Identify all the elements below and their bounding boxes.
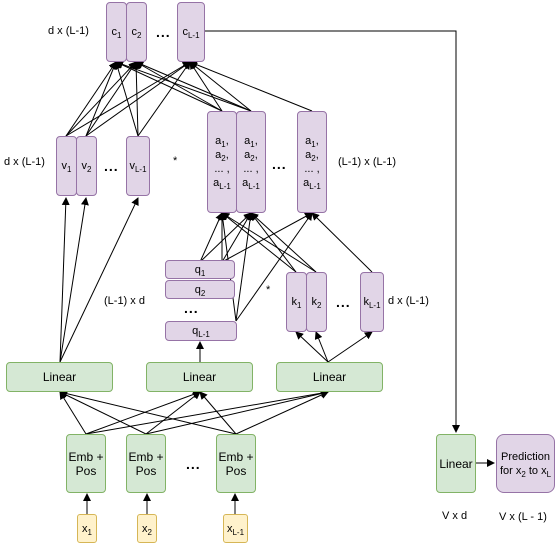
c-ellipsis: ... — [156, 24, 171, 40]
emb2-to-linear0-arrow — [59, 389, 237, 435]
embedding-1: Emb +Pos — [66, 434, 106, 493]
k0-to-a1-arrow — [250, 212, 297, 273]
a1-to-c1-arrow — [135, 61, 252, 112]
k0-to-a0-arrow — [221, 212, 297, 273]
a1-to-c2-arrow — [189, 61, 252, 112]
attention-column-2: a1, a2, ... , aL-1 — [236, 111, 266, 213]
emb2-to-linear2-arrow — [235, 391, 329, 435]
v-dimension-label: d x (L-1) — [4, 156, 45, 168]
k1-to-a0-arrow — [221, 212, 317, 273]
emb2-to-linear1-arrow — [199, 391, 237, 435]
a0-to-c2-arrow — [189, 61, 223, 112]
a0-to-c0-arrow — [115, 61, 223, 112]
q-dimension-label: (L-1) x d — [104, 295, 145, 307]
k1-to-a1-arrow — [250, 212, 317, 273]
input-token-1: x1 — [77, 514, 97, 543]
multiply-star-upper: * — [173, 155, 178, 167]
linear-to-k2-arrow — [327, 331, 373, 363]
a0-to-c1-arrow — [135, 61, 223, 112]
q-ellipsis: ... — [184, 300, 199, 316]
v-vector-1: v1 — [56, 136, 77, 196]
q2-to-a2-arrow — [235, 212, 313, 322]
q1-to-a2-arrow — [221, 212, 313, 263]
emb1-to-linear2-arrow — [145, 389, 329, 435]
linear-to-k0-arrow — [295, 331, 329, 363]
q-vector-1: q1 — [165, 260, 235, 279]
linear-output-dimension: V x d — [442, 510, 468, 522]
linear-to-v1-arrow — [59, 197, 89, 363]
linear-key: Linear — [276, 362, 383, 392]
k2-to-a2-arrow — [311, 212, 373, 273]
embedding-last: Emb +Pos — [216, 434, 256, 493]
k-vector-2: k2 — [306, 272, 327, 332]
q2-to-a1-arrow — [235, 212, 254, 322]
v2-to-c2-arrow — [137, 61, 191, 137]
v1-to-c0-arrow — [85, 61, 118, 137]
emb1-to-linear1-arrow — [145, 391, 201, 435]
v2-to-c1-arrow — [132, 61, 141, 137]
c-vector-1: c1 — [106, 2, 127, 62]
emb1-to-linear0-arrow — [59, 391, 147, 435]
prediction-dimension: V x (L - 1) — [499, 511, 547, 523]
k-vector-1: k1 — [286, 272, 307, 332]
k-dimension-label: d x (L-1) — [388, 295, 429, 307]
v1-to-c1-arrow — [85, 61, 137, 137]
v0-to-c0-arrow — [65, 61, 117, 137]
v-vector-2: v2 — [76, 136, 97, 196]
v-ellipsis: ... — [104, 158, 119, 174]
q-vector-last: qL-1 — [165, 321, 237, 341]
q-vector-2: q2 — [165, 280, 235, 299]
v2-to-c0-arrow — [114, 61, 139, 137]
linear-output: Linear — [436, 434, 476, 493]
k-vector-last: kL-1 — [360, 272, 384, 332]
attention-dimension-label: (L-1) x (L-1) — [338, 156, 397, 168]
q0-to-a0-arrow — [199, 212, 223, 263]
linear-to-v2-arrow — [59, 197, 139, 363]
attention-column-1: a1, a2, ... , aL-1 — [207, 111, 237, 213]
a1-to-c0-arrow — [115, 60, 252, 112]
prediction-box: Prediction for x2 to xL — [496, 434, 555, 493]
linear-query: Linear — [146, 362, 253, 392]
c-vector-2: c2 — [126, 2, 147, 62]
embedding-ellipsis: ... — [186, 456, 201, 472]
c-vector-last: cL-1 — [177, 2, 205, 62]
v1-to-c2-arrow — [85, 61, 191, 137]
v-vector-last: vL-1 — [126, 136, 150, 196]
a2-to-c2-arrow — [189, 60, 313, 112]
v0-to-c2-arrow — [65, 61, 191, 137]
c-dimension-label: d x (L-1) — [48, 25, 89, 37]
embedding-2: Emb +Pos — [126, 434, 166, 493]
multiply-star-lower: * — [266, 284, 271, 296]
linear-to-v0-arrow — [59, 197, 70, 363]
input-token-2: x2 — [137, 514, 157, 543]
linear-value: Linear — [6, 362, 113, 392]
attention-ellipsis: ... — [272, 156, 287, 172]
input-token-last: xL-1 — [223, 514, 248, 543]
emb0-to-linear1-arrow — [85, 390, 201, 435]
attention-column-last: a1, a2, ... , aL-1 — [297, 111, 327, 213]
k-ellipsis: ... — [336, 294, 351, 310]
emb0-to-linear2-arrow — [85, 389, 329, 435]
c-to-linear-output-arrow — [205, 30, 460, 433]
linear-to-k1-arrow — [314, 331, 329, 363]
emb0-to-linear0-arrow — [59, 391, 87, 435]
